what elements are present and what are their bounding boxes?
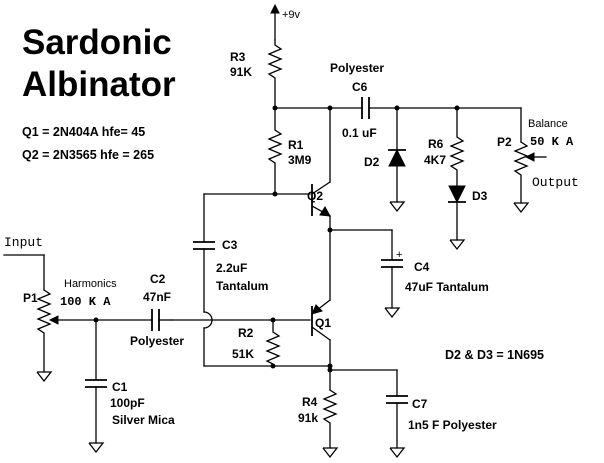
q2-ref: Q2 [307,189,323,203]
junction-dot [270,363,276,369]
p1-value: 100 K A [60,295,111,309]
c2-value: 47nF [143,290,171,304]
c1-type: Silver Mica [112,413,175,427]
resistor-r4 [322,389,338,449]
r6-value: 4K7 [424,153,446,167]
r2-ref: R2 [238,326,254,340]
diode-d2 [388,148,406,167]
capacitor-c2 [151,309,160,331]
c1-ref: C1 [112,380,128,394]
resistor-r1 [267,107,283,195]
ground-icon [384,307,401,319]
ground-icon [513,202,530,214]
c1-value: 100pF [110,396,145,410]
supply-terminal [270,3,280,41]
c2-ref: C2 [150,272,166,286]
d3-ref: D3 [472,189,488,203]
spec-q1: Q1 = 2N404A hfe= 45 [22,125,145,139]
c4-polarity: + [396,249,402,261]
capacitor-c6 [361,97,370,119]
p2-wiper [524,152,547,162]
p1-wiper [48,315,153,325]
r4-value: 91k [298,411,318,425]
r3-value: 91K [230,65,252,79]
c2-type: Polyester [130,334,184,348]
junction-dot [327,105,333,111]
c3-ref: C3 [222,238,238,252]
spec-diodes: D2 & D3 = 1N695 [445,348,544,362]
d2-ref: D2 [364,155,380,169]
ground-icon [449,239,466,251]
r4-ref: R4 [302,395,318,409]
p1-ref: P1 [23,291,38,305]
r1-value: 3M9 [288,153,312,167]
p2-ref: P2 [497,135,512,149]
c7-value: 1n5 F Polyester [408,418,497,432]
c3-type: Tantalum [216,279,268,293]
c6-value: 0.1 uF [342,126,377,140]
resistor-r6 [449,107,465,187]
capacitor-c3 [193,241,215,250]
r2-value: 51K [232,347,254,361]
supply-label: +9v [282,9,301,21]
p1-name: Harmonics [64,278,117,290]
capacitor-c4 [381,259,403,268]
c6-type: Polyester [330,61,384,75]
c7-ref: C7 [412,397,428,411]
potentiometer-p1 [36,289,52,373]
capacitor-c1 [85,379,107,388]
r6-ref: R6 [428,137,444,151]
r1-ref: R1 [288,138,304,152]
ground-icon [322,447,339,459]
transistor-q1 [171,299,331,391]
potentiometer-p2 [513,141,529,204]
output-label: Output [532,175,579,190]
p2-name: Balance [528,118,568,130]
spec-q2: Q2 = 2N3565 hfe = 265 [22,148,154,162]
transistor-q2 [274,107,331,217]
c3-value: 2.2uF [216,261,247,275]
input-label: Input [4,235,43,250]
diode-d3 [448,185,466,204]
r3-ref: R3 [230,50,246,64]
q1-ref: Q1 [315,316,331,330]
capacitor-c7 [386,395,408,404]
title-line-2: Albinator [22,65,176,104]
ground-icon [88,442,105,454]
p2-value: 50 K A [530,135,574,149]
junction-dot [327,363,333,369]
c4-value: 47uF Tantalum [405,280,489,294]
resistor-r2 [265,319,281,367]
resistor-r3 [267,39,283,109]
title-line-1: Sardonic [22,23,172,62]
supply-arrow-icon [270,3,280,14]
ground-icon [389,201,406,213]
ground-icon [36,371,53,383]
c4-ref: C4 [414,260,430,274]
ground-icon [389,447,406,459]
c6-ref: C6 [352,80,368,94]
